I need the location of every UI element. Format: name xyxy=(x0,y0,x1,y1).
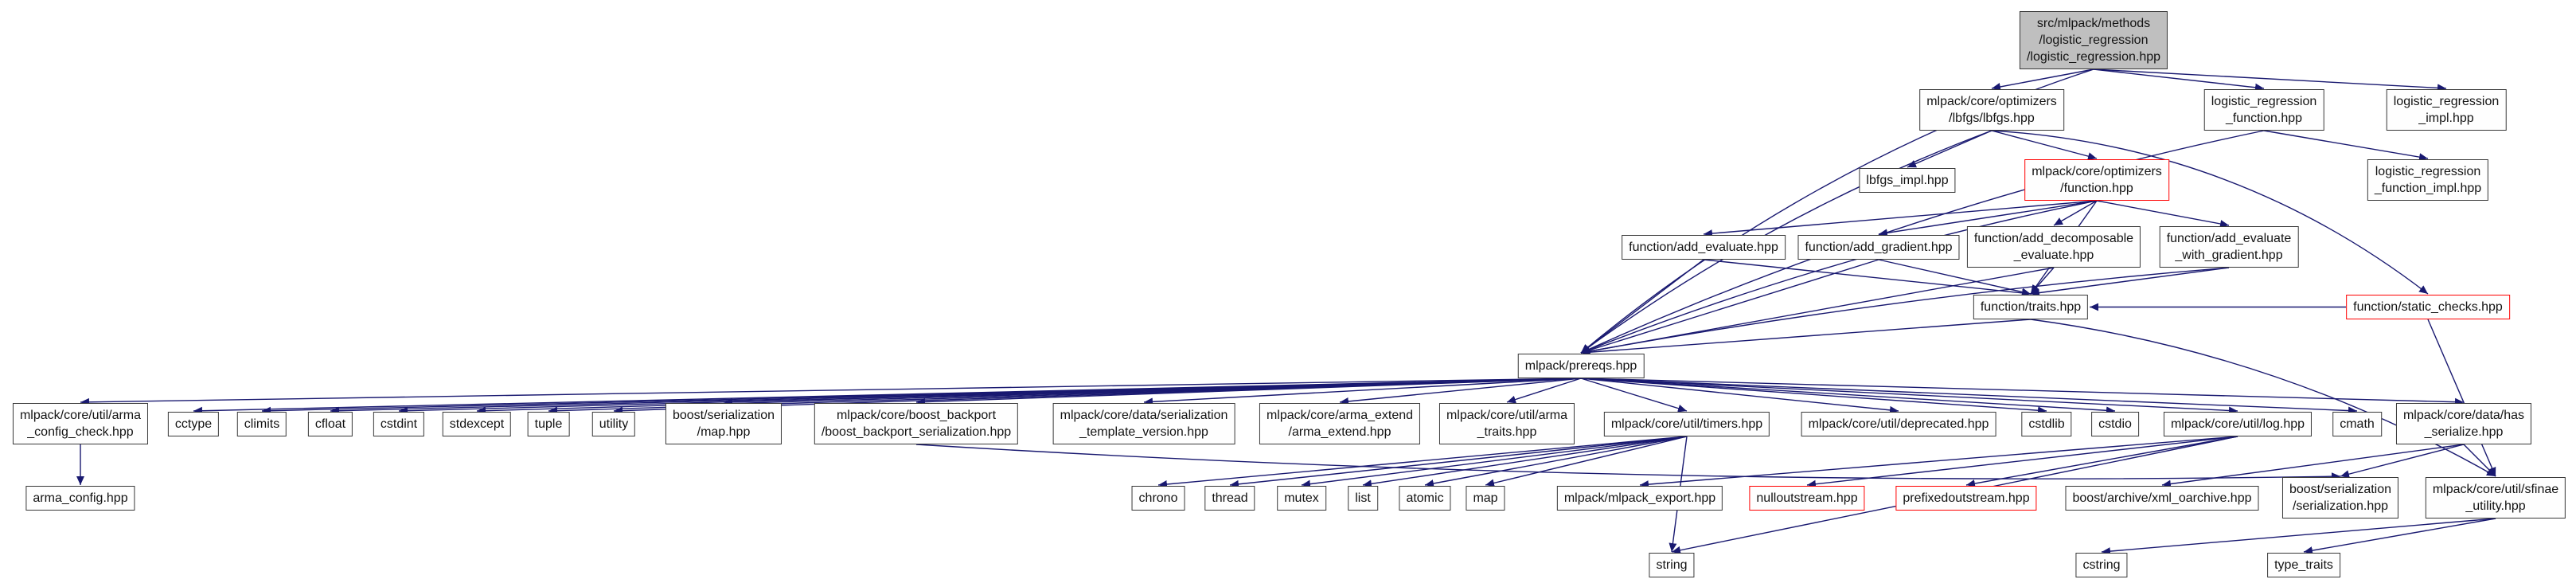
edge-prereqs-hpp-to-boost-serialization-map-hpp xyxy=(723,378,1582,406)
node-static-checks-hpp[interactable]: function/static_checks.hpp xyxy=(2346,295,2510,319)
edge-timers-hpp-to-thread xyxy=(1229,436,1688,488)
edge-has-serialize-hpp-to-xml-oarchive-hpp xyxy=(2161,444,2465,488)
node-lbfgs-impl-hpp[interactable]: lbfgs_impl.hpp xyxy=(1859,168,1956,193)
edge-add-evaluate-with-gradient-hpp-to-traits-hpp xyxy=(2030,267,2230,297)
node-cstring[interactable]: cstring xyxy=(2075,553,2128,577)
node-prereqs-hpp[interactable]: mlpack/prereqs.hpp xyxy=(1517,354,1645,378)
node-thread[interactable]: thread xyxy=(1204,486,1255,511)
edge-function-hpp-to-add-decomposable-evaluate-hpp xyxy=(2053,200,2098,226)
node-boost-serialization-hpp[interactable]: boost/serialization /serialization.hpp xyxy=(2281,477,2399,519)
edge-sfinae-utility-hpp-to-type-traits xyxy=(2303,518,2496,555)
node-mutex[interactable]: mutex xyxy=(1277,486,1326,511)
node-cmath[interactable]: cmath xyxy=(2332,412,2382,436)
edge-lbfgs-hpp-to-lbfgs-impl-hpp xyxy=(1907,130,1992,168)
node-boost-serialization-map-hpp[interactable]: boost/serialization /map.hpp xyxy=(665,403,783,444)
node-serialization-template-version-hpp[interactable]: mlpack/core/data/serialization _template… xyxy=(1052,403,1235,444)
edge-traits-hpp-to-sfinae-utility-hpp xyxy=(2030,319,2496,477)
edge-static-checks-hpp-to-sfinae-utility-hpp xyxy=(2427,319,2496,477)
edge-prereqs-hpp-to-arma-config-check-hpp xyxy=(80,378,1582,406)
node-add-decomposable-evaluate-hpp[interactable]: function/add_decomposable _evaluate.hpp xyxy=(1966,226,2141,268)
node-cstdio[interactable]: cstdio xyxy=(2091,412,2139,436)
edge-add-gradient-hpp-to-prereqs-hpp xyxy=(1580,259,1879,354)
node-lbfgs-hpp[interactable]: mlpack/core/optimizers /lbfgs/lbfgs.hpp xyxy=(1919,89,2064,131)
edge-boost-backport-serialization-hpp-to-boost-serialization-hpp xyxy=(915,444,2341,481)
edge-prereqs-hpp-to-cstdio xyxy=(1580,378,2116,415)
node-logistic-regression-hpp[interactable]: src/mlpack/methods /logistic_regression … xyxy=(2019,11,2168,69)
edge-add-evaluate-with-gradient-hpp-to-prereqs-hpp xyxy=(1580,267,2230,355)
node-prefixedoutstream-hpp[interactable]: prefixedoutstream.hpp xyxy=(1895,486,2037,511)
node-arma-config-hpp[interactable]: arma_config.hpp xyxy=(25,486,135,511)
edge-function-hpp-to-add-evaluate-with-gradient-hpp xyxy=(2096,200,2230,228)
edge-prereqs-hpp-to-cmath xyxy=(1580,378,2358,415)
edge-traits-hpp-to-prereqs-hpp xyxy=(1580,319,2032,357)
edge-prereqs-hpp-to-has-serialize-hpp xyxy=(1580,378,2465,406)
node-logistic-regression-function-impl-hpp[interactable]: logistic_regression _function_impl.hpp xyxy=(2367,159,2489,201)
edge-logistic-regression-hpp-to-lbfgs-hpp xyxy=(1991,68,2094,91)
edge-logistic-regression-hpp-to-logistic-regression-function-hpp xyxy=(2093,68,2265,92)
node-traits-hpp[interactable]: function/traits.hpp xyxy=(1973,295,2089,319)
edge-add-evaluate-hpp-to-traits-hpp xyxy=(1703,259,2032,297)
edge-log-hpp-to-mlpack-export-hpp xyxy=(1639,436,2238,489)
node-arma-extend-hpp[interactable]: mlpack/core/arma_extend /arma_extend.hpp xyxy=(1259,403,1421,444)
node-log-hpp[interactable]: mlpack/core/util/log.hpp xyxy=(2163,412,2313,436)
node-tuple[interactable]: tuple xyxy=(527,412,570,436)
edge-logistic-regression-function-hpp-to-prereqs-hpp xyxy=(1580,130,2265,354)
edge-sfinae-utility-hpp-to-cstring xyxy=(2101,518,2496,556)
node-has-serialize-hpp[interactable]: mlpack/core/data/has _serialize.hpp xyxy=(2395,403,2532,444)
edge-add-evaluate-hpp-to-prereqs-hpp xyxy=(1580,259,1704,354)
edge-function-hpp-to-prereqs-hpp xyxy=(1580,200,2098,354)
edge-prereqs-hpp-to-serialization-template-version-hpp xyxy=(1143,378,1582,406)
node-type-traits[interactable]: type_traits xyxy=(2267,553,2340,577)
node-add-evaluate-hpp[interactable]: function/add_evaluate.hpp xyxy=(1622,235,1786,260)
node-stdexcept[interactable]: stdexcept xyxy=(442,412,512,436)
edge-prereqs-hpp-to-deprecated-hpp xyxy=(1580,378,1899,414)
edge-has-serialize-hpp-to-sfinae-utility-hpp xyxy=(2463,444,2496,477)
edge-timers-hpp-to-map xyxy=(1485,436,1688,487)
node-cfloat[interactable]: cfloat xyxy=(307,412,353,436)
node-string[interactable]: string xyxy=(1649,553,1695,577)
node-arma-traits-hpp[interactable]: mlpack/core/util/arma _traits.hpp xyxy=(1438,403,1575,444)
edge-prereqs-hpp-to-arma-extend-hpp xyxy=(1339,378,1582,405)
edge-timers-hpp-to-chrono xyxy=(1157,436,1688,488)
edge-add-gradient-hpp-to-traits-hpp xyxy=(1878,259,2032,296)
edge-has-serialize-hpp-to-boost-serialization-hpp xyxy=(2340,444,2465,479)
node-climits[interactable]: climits xyxy=(236,412,287,436)
edge-lbfgs-hpp-to-static-checks-hpp xyxy=(1991,130,2429,295)
edge-prereqs-hpp-to-arma-traits-hpp xyxy=(1506,378,1582,404)
node-xml-oarchive-hpp[interactable]: boost/archive/xml_oarchive.hpp xyxy=(2065,486,2259,511)
edge-function-hpp-to-add-gradient-hpp xyxy=(1878,200,2098,237)
node-atomic[interactable]: atomic xyxy=(1399,486,1451,511)
node-logistic-regression-function-hpp[interactable]: logistic_regression _function.hpp xyxy=(2203,89,2324,131)
node-map[interactable]: map xyxy=(1466,486,1505,511)
node-sfinae-utility-hpp[interactable]: mlpack/core/util/sfinae _utility.hpp xyxy=(2425,477,2566,519)
edge-timers-hpp-to-mutex xyxy=(1301,436,1688,488)
node-function-hpp[interactable]: mlpack/core/optimizers /function.hpp xyxy=(2024,159,2169,201)
node-list[interactable]: list xyxy=(1348,486,1378,511)
edge-prereqs-hpp-to-log-hpp xyxy=(1580,378,2238,415)
node-cctype[interactable]: cctype xyxy=(167,412,220,436)
node-utility[interactable]: utility xyxy=(591,412,636,436)
node-boost-backport-serialization-hpp[interactable]: mlpack/core/boost_backport /boost_backpo… xyxy=(814,403,1019,444)
edge-logistic-regression-hpp-to-logistic-regression-impl-hpp xyxy=(2093,68,2447,92)
node-cstdlib[interactable]: cstdlib xyxy=(2021,412,2072,436)
node-logistic-regression-impl-hpp[interactable]: logistic_regression _impl.hpp xyxy=(2386,89,2507,131)
node-cstdint[interactable]: cstdint xyxy=(373,412,425,436)
edge-timers-hpp-to-list xyxy=(1362,436,1688,488)
edge-lbfgs-hpp-to-function-hpp xyxy=(1991,130,2098,161)
node-add-gradient-hpp[interactable]: function/add_gradient.hpp xyxy=(1797,235,1960,260)
edge-timers-hpp-to-atomic xyxy=(1424,436,1688,487)
edge-logistic-regression-function-hpp-to-logistic-regression-function-impl-hpp xyxy=(2263,130,2429,162)
edge-prereqs-hpp-to-boost-backport-serialization-hpp xyxy=(915,378,1582,406)
node-deprecated-hpp[interactable]: mlpack/core/util/deprecated.hpp xyxy=(1801,412,1996,436)
edge-function-hpp-to-add-evaluate-hpp xyxy=(1703,200,2098,238)
node-arma-config-check-hpp[interactable]: mlpack/core/util/arma _config_check.hpp xyxy=(12,403,149,444)
node-nulloutstream-hpp[interactable]: nulloutstream.hpp xyxy=(1749,486,1865,511)
edge-prereqs-hpp-to-timers-hpp xyxy=(1580,378,1688,413)
node-add-evaluate-with-gradient-hpp[interactable]: function/add_evaluate _with_gradient.hpp xyxy=(2159,226,2299,268)
node-mlpack-export-hpp[interactable]: mlpack/mlpack_export.hpp xyxy=(1556,486,1723,511)
node-chrono[interactable]: chrono xyxy=(1131,486,1185,511)
edge-prereqs-hpp-to-cstdlib xyxy=(1580,378,2047,415)
node-timers-hpp[interactable]: mlpack/core/util/timers.hpp xyxy=(1603,412,1770,436)
